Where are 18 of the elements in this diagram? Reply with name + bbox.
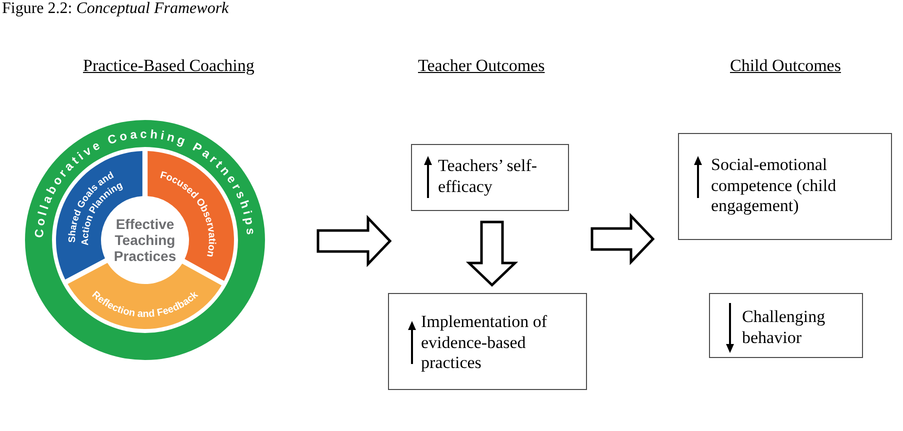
figure-title: Figure 2.2: Conceptual Framework — [2, 0, 229, 18]
coaching-ring — [25, 120, 265, 360]
wheel-segment — [67, 262, 222, 329]
column-heading: Child Outcomes — [730, 56, 841, 76]
block-arrow — [316, 214, 392, 268]
block-arrow — [590, 212, 655, 266]
box-text: Teachers’ self-efficacy — [438, 156, 538, 197]
outcome-box — [709, 293, 863, 358]
outcome-box — [411, 144, 569, 211]
hub-label: Effective Teaching Practices — [114, 216, 178, 264]
box-text: Implementation of evidence-based practices — [421, 312, 548, 374]
box-text: Social-emotional competence (child engagement) — [711, 155, 838, 216]
column-heading: Teacher Outcomes — [418, 56, 545, 76]
block-arrow — [466, 220, 518, 287]
box-text: Challenging behavior — [742, 307, 826, 348]
outcome-box — [678, 133, 892, 240]
column-heading: Practice-Based Coaching — [83, 56, 254, 76]
outcome-box — [388, 293, 587, 390]
